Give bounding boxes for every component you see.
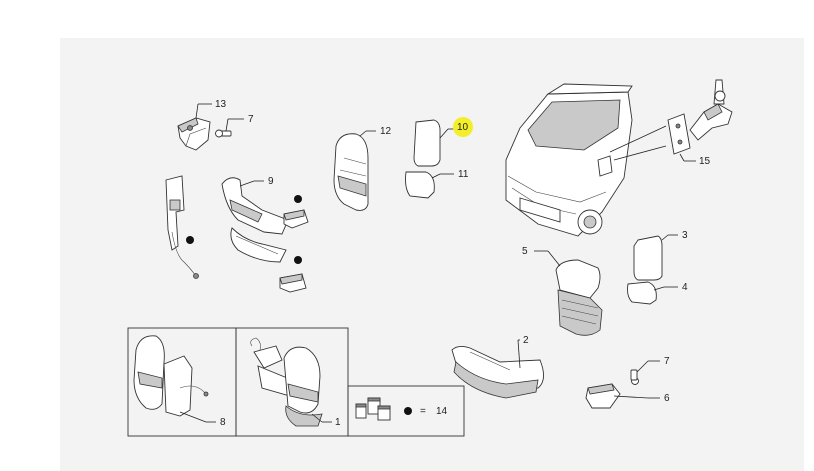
leader-5 bbox=[547, 250, 561, 267]
leader-7-bottom bbox=[636, 360, 649, 373]
leader-15-a bbox=[609, 125, 667, 153]
leader-13 bbox=[195, 103, 199, 119]
callout-6[interactable]: 6 bbox=[664, 393, 670, 404]
leader-11 bbox=[431, 173, 441, 179]
leader-10 bbox=[439, 128, 449, 139]
dot-marker-3 bbox=[186, 236, 194, 244]
callout-7-top[interactable]: 7 bbox=[248, 114, 254, 125]
part-5-mirror-cover[interactable] bbox=[555, 259, 603, 336]
part-6-small-cover[interactable] bbox=[585, 383, 621, 409]
part-1-complete-mirror[interactable] bbox=[250, 337, 323, 427]
callout-10-highlight bbox=[453, 117, 473, 137]
box-part-14-kit: = 14 bbox=[347, 385, 465, 437]
dot-marker-1 bbox=[294, 195, 302, 203]
cap-block-lower[interactable] bbox=[279, 273, 307, 293]
callout-3[interactable]: 3 bbox=[682, 230, 688, 241]
leader-15-b bbox=[613, 145, 667, 161]
callout-11[interactable]: 11 bbox=[458, 169, 469, 180]
callout-7-bottom[interactable]: 7 bbox=[664, 356, 670, 367]
leader-15 bbox=[679, 153, 685, 162]
part-12-mirror-housing[interactable] bbox=[333, 133, 369, 211]
mounting-bracket-with-cable[interactable] bbox=[165, 175, 199, 279]
callout-10[interactable]: 10 bbox=[457, 122, 469, 133]
callout-14[interactable]: 14 bbox=[436, 406, 448, 417]
part-3-mirror-glass[interactable] bbox=[633, 235, 663, 281]
part-13-bracket[interactable] bbox=[177, 117, 211, 151]
part-7-screw-top[interactable] bbox=[215, 129, 232, 138]
callout-5[interactable]: 5 bbox=[522, 246, 528, 257]
callout-1[interactable]: 1 bbox=[335, 417, 341, 428]
part-2-lower-housing[interactable] bbox=[451, 345, 544, 399]
van-illustration bbox=[505, 83, 633, 237]
leader-3 bbox=[661, 234, 669, 241]
leader-9 bbox=[239, 180, 255, 187]
part-11-wide-angle-glass[interactable] bbox=[405, 171, 435, 199]
leader-12 bbox=[359, 130, 367, 137]
callout-2[interactable]: 2 bbox=[523, 335, 529, 346]
callout-8[interactable]: 8 bbox=[220, 417, 226, 428]
dot-marker-legend bbox=[404, 407, 412, 415]
part-9-arm-casing[interactable] bbox=[221, 177, 289, 263]
legend-equals: = bbox=[420, 406, 426, 417]
part-7-screw-bottom[interactable] bbox=[630, 369, 639, 385]
box-part-8: 8 bbox=[127, 327, 237, 437]
part-14-kit-contents[interactable] bbox=[355, 397, 391, 421]
part-8-mirror-assembly[interactable] bbox=[133, 335, 209, 417]
leader-8 bbox=[179, 411, 207, 423]
callout-12[interactable]: 12 bbox=[380, 126, 392, 137]
leader-4 bbox=[653, 286, 665, 291]
leader-2 bbox=[517, 339, 521, 369]
leader-1 bbox=[311, 413, 323, 423]
dot-marker-2 bbox=[294, 256, 302, 264]
part-4-wide-angle-glass[interactable] bbox=[627, 281, 657, 305]
callout-13[interactable]: 13 bbox=[215, 99, 227, 110]
cap-block-upper[interactable] bbox=[283, 209, 309, 229]
box-part-1: 1 bbox=[235, 327, 349, 437]
callout-9[interactable]: 9 bbox=[268, 176, 274, 187]
callout-15[interactable]: 15 bbox=[699, 156, 711, 167]
leader-6 bbox=[613, 395, 649, 399]
leader-7-top bbox=[225, 118, 229, 132]
part-10-mirror-glass[interactable] bbox=[413, 119, 441, 167]
part-15-mirror-arm-assembly[interactable] bbox=[667, 79, 733, 155]
callout-4[interactable]: 4 bbox=[682, 282, 688, 293]
